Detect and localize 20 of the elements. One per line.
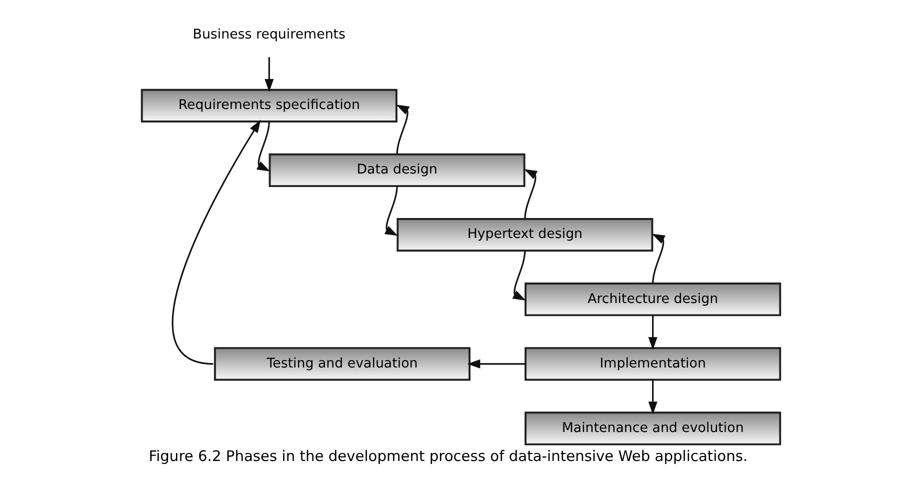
arrow: [524, 169, 538, 220]
arrow: [396, 104, 410, 154]
node-box: Testing and evaluation: [213, 347, 470, 381]
arrow: [256, 121, 270, 172]
arrow: [648, 380, 657, 415]
caption: Figure 6.2 Phases in the development process of data-intensive Web applications.: [148, 448, 748, 465]
node-box: Maintenance and evolution: [524, 412, 781, 446]
node-box: Hypertext design: [396, 218, 653, 252]
arrow: [466, 359, 525, 368]
node-box: Architecture design: [524, 282, 781, 316]
arrow: [648, 315, 657, 350]
arrow: [264, 57, 274, 92]
arrow: [651, 234, 665, 284]
node-text: Business requirements: [192, 27, 346, 42]
arrow: [384, 186, 398, 236]
arrow: [172, 120, 260, 365]
node-box: Data design: [268, 153, 525, 188]
arrow: [512, 250, 526, 300]
node-box: Implementation: [524, 347, 781, 381]
node-box: Requirements specification: [140, 88, 397, 122]
